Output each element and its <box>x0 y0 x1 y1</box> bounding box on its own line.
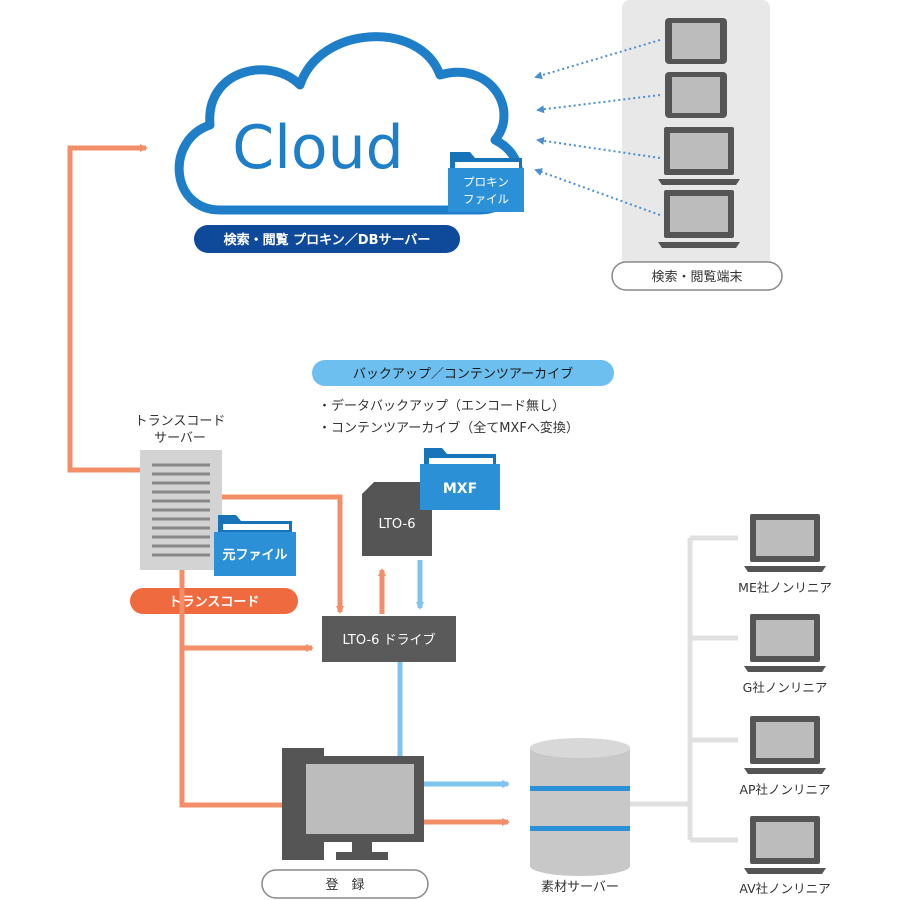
lto-drive-box <box>322 616 456 662</box>
transcode-label: トランスコード <box>169 595 260 610</box>
cloud-title: Cloud <box>232 113 403 183</box>
lto-drive-label: LTO-6 ドライブ <box>342 632 435 648</box>
laptop-icon <box>744 514 826 572</box>
database-icon <box>530 738 630 876</box>
nle-label: ME社ノンリニア <box>738 580 832 595</box>
transcode-server-label-2: サーバー <box>154 431 206 446</box>
mxf-folder-icon <box>420 448 500 510</box>
mxf-folder-label: MXF <box>443 481 477 497</box>
terminals-label: 検索・閲覧端末 <box>651 269 742 285</box>
proxy-folder-label-1: プロキン <box>463 175 509 189</box>
register-label-box <box>261 869 429 899</box>
original-file-folder-icon <box>214 515 296 576</box>
tablet-icon <box>665 72 727 118</box>
terminal-access-arrow <box>534 168 661 216</box>
terminal-access-arrow <box>536 94 661 114</box>
terminal-access-arrow <box>536 136 661 159</box>
terminals-label-box <box>611 261 783 291</box>
material-server-label: 素材サーバー <box>541 880 619 895</box>
register-label: 登 録 <box>325 878 364 893</box>
lto-cartridge-icon <box>362 482 432 556</box>
proxy-folder-label-2: ファイル <box>463 192 509 206</box>
server-to-drive-arrow <box>222 494 344 614</box>
backup-pill <box>312 360 614 386</box>
tablet-icon <box>665 18 727 64</box>
laptop-icon <box>744 614 826 672</box>
terminal-access-arrow <box>534 39 661 80</box>
proxy-folder-icon <box>448 152 524 212</box>
backup-title: バックアップ／コンテンツアーカイブ <box>353 366 573 382</box>
nle-label: G社ノンリニア <box>743 680 828 695</box>
laptop-icon <box>744 716 826 774</box>
workstation-icon <box>282 748 424 860</box>
cloud-shape <box>174 32 524 215</box>
nle-label: AV社ノンリニア <box>739 881 830 896</box>
backup-line-1: ・データバックアップ（エンコード無し） <box>318 398 565 414</box>
cloud-server-label: 検索・閲覧 プロキン／DBサーバー <box>224 232 431 248</box>
backup-line-2: ・コンテンツアーカイブ（全てMXFへ変換） <box>318 420 579 436</box>
upload-proxy-arrow <box>67 144 148 473</box>
transcode-pill <box>130 588 298 614</box>
nle-label: AP社ノンリニア <box>739 782 830 797</box>
transcode-server-icon <box>140 450 222 570</box>
transcode-server-label-1: トランスコード <box>135 414 226 429</box>
cloud-server-pill <box>194 225 460 253</box>
original-file-label: 元ファイル <box>222 548 287 563</box>
laptop-icon <box>744 816 826 874</box>
lto-cartridge-label: LTO-6 <box>379 517 416 532</box>
